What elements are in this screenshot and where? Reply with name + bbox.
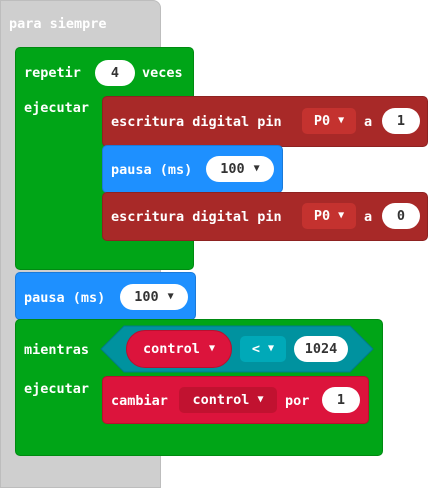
operator-value: <	[251, 341, 261, 357]
forever-label: para siempre	[9, 16, 107, 32]
change-label: cambiar	[111, 393, 168, 409]
digital-write-label: escritura digital pin	[111, 209, 282, 225]
pause-duration-value: 100	[134, 289, 159, 305]
repeat-do-label: ejecutar	[24, 100, 90, 116]
chevron-down-icon: ▼	[338, 210, 345, 221]
variable-name: control	[192, 392, 250, 408]
pause-label: pausa (ms)	[111, 162, 193, 178]
by-label: por	[285, 393, 310, 409]
chevron-down-icon: ▼	[257, 394, 264, 405]
pin-value: P0	[313, 113, 331, 129]
to-label: a	[364, 209, 373, 225]
chevron-down-icon: ▼	[208, 343, 215, 354]
operator-dropdown[interactable]: < ▼	[240, 336, 286, 362]
pin-dropdown[interactable]: P0 ▼	[302, 203, 356, 229]
repeat-times-label: veces	[142, 65, 183, 81]
compare-value-input[interactable]: 1024	[294, 336, 348, 362]
variable-name: control	[143, 341, 200, 357]
repeat-times-input[interactable]: 4	[95, 60, 135, 86]
chevron-down-icon: ▼	[268, 343, 275, 354]
variable-control[interactable]: control ▼	[126, 330, 232, 368]
pin-dropdown[interactable]: P0 ▼	[302, 108, 356, 134]
change-value-input[interactable]: 1	[322, 387, 360, 413]
pause-label: pausa (ms)	[24, 290, 106, 306]
digital-value-input[interactable]: 1	[382, 108, 420, 134]
while-do-label: ejecutar	[24, 381, 90, 397]
pin-value: P0	[313, 208, 331, 224]
digital-write-block[interactable]	[102, 192, 428, 241]
to-label: a	[364, 114, 373, 130]
pause-duration-value: 100	[220, 161, 245, 177]
repeat-label: repetir	[24, 65, 81, 81]
variable-dropdown[interactable]: control ▼	[179, 387, 277, 413]
while-label: mientras	[24, 342, 90, 358]
digital-value-input[interactable]: 0	[382, 203, 420, 229]
chevron-down-icon: ▼	[338, 115, 345, 126]
chevron-down-icon: ▼	[253, 163, 260, 174]
digital-write-label: escritura digital pin	[111, 114, 282, 130]
pause-duration-dropdown[interactable]: 100 ▼	[120, 284, 188, 310]
chevron-down-icon: ▼	[167, 291, 174, 302]
pause-duration-dropdown[interactable]: 100 ▼	[206, 156, 274, 182]
